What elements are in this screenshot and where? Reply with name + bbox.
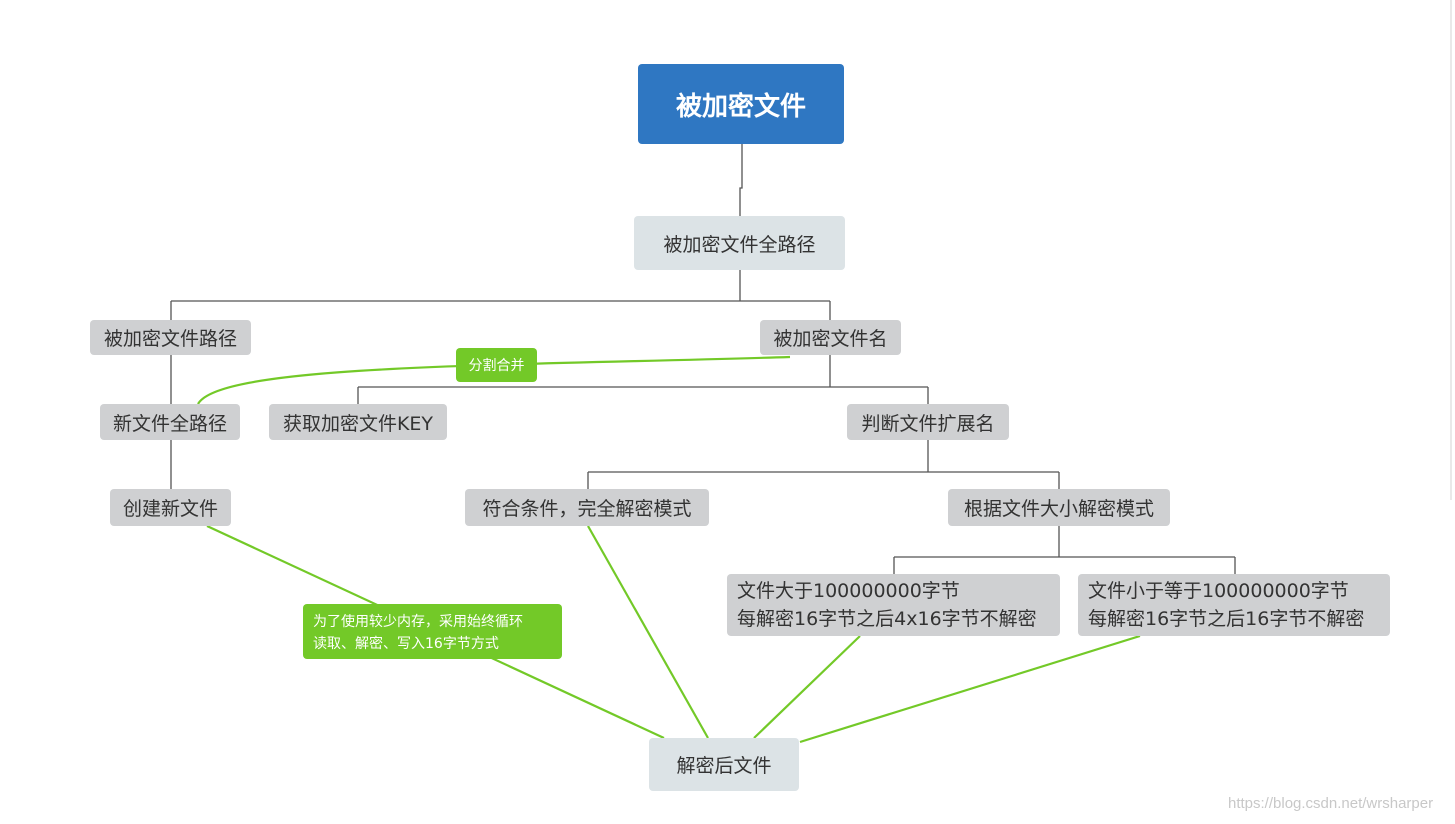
label-split-merge[interactable]: 分割合并 <box>456 348 537 382</box>
large-file-line-2: 每解密16字节之后4x16字节不解密 <box>737 608 1037 630</box>
edge-small-to-decrypted <box>799 634 1141 744</box>
node-new-full-path[interactable]: 新文件全路径 <box>100 404 240 440</box>
loop-note-line-1: 为了使用较少内存，采用始终循环 <box>313 614 523 630</box>
node-size-mode[interactable]: 根据文件大小解密模式 <box>948 489 1170 526</box>
node-full-decrypt[interactable]: 符合条件，完全解密模式 <box>465 489 709 526</box>
node-dir-path[interactable]: 被加密文件路径 <box>90 320 251 355</box>
right-edge-divider <box>1450 0 1452 500</box>
small-file-line-2: 每解密16字节之后16字节不解密 <box>1088 608 1365 630</box>
node-create-file[interactable]: 创建新文件 <box>110 489 231 526</box>
node-decrypted-file[interactable]: 解密后文件 <box>649 738 799 791</box>
loop-note-line-2: 读取、解密、写入16字节方式 <box>313 636 499 652</box>
edge-size-mode-branches <box>893 525 1236 574</box>
node-small-file[interactable]: 文件小于等于100000000字节 每解密16字节之后16字节不解密 <box>1078 574 1390 636</box>
edge-root-to-full-path <box>739 144 743 216</box>
label-loop-note[interactable]: 为了使用较少内存，采用始终循环 读取、解密、写入16字节方式 <box>303 604 562 659</box>
root-node[interactable]: 被加密文件 <box>638 64 844 144</box>
node-file-name[interactable]: 被加密文件名 <box>760 320 901 355</box>
large-file-line-1: 文件大于100000000字节 <box>737 580 960 602</box>
watermark: https://blog.csdn.net/wrsharper <box>1228 795 1434 812</box>
node-check-ext[interactable]: 判断文件扩展名 <box>847 404 1009 440</box>
small-file-line-1: 文件小于等于100000000字节 <box>1088 580 1349 602</box>
edge-full-path-branches <box>170 270 831 320</box>
edge-split-merge <box>197 355 791 405</box>
node-large-file[interactable]: 文件大于100000000字节 每解密16字节之后4x16字节不解密 <box>727 574 1060 636</box>
edge-check-ext-branches <box>587 440 1060 489</box>
edge-large-to-decrypted <box>753 635 861 739</box>
node-get-key[interactable]: 获取加密文件KEY <box>269 404 447 440</box>
edge-full-decrypt-to-decrypted <box>587 525 709 739</box>
node-full-path[interactable]: 被加密文件全路径 <box>634 216 845 270</box>
edge-name-branches <box>357 355 929 404</box>
